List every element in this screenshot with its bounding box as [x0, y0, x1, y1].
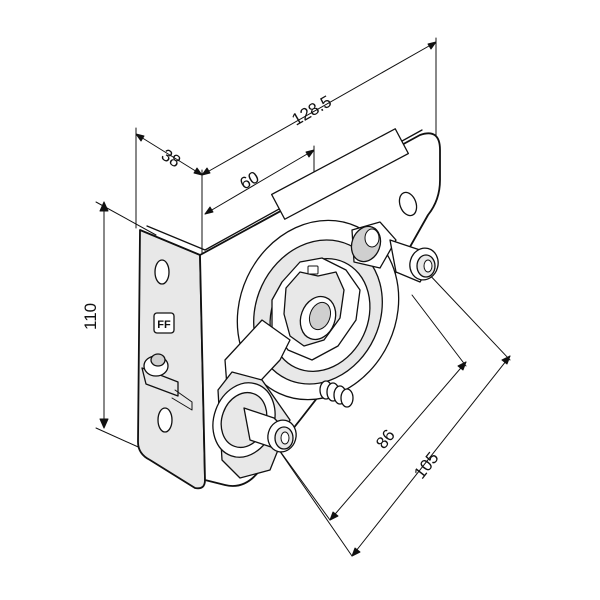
ff-logo-text: FF	[157, 319, 171, 331]
dim-height: 110	[81, 303, 100, 330]
dim-overall-width: 128.5	[289, 92, 335, 130]
dim-inner-width: 60	[237, 168, 263, 194]
ff-logo-box	[153, 312, 175, 334]
spring	[319, 380, 354, 408]
lower-bolt	[212, 382, 297, 458]
dim-bolt-spacing-small: 86	[372, 426, 399, 453]
dim-depth: 38	[158, 145, 184, 171]
dim-bolt-spacing-large: 105	[410, 448, 442, 482]
upper-bolt	[350, 221, 439, 283]
side-flange-details: FF	[141, 259, 193, 433]
